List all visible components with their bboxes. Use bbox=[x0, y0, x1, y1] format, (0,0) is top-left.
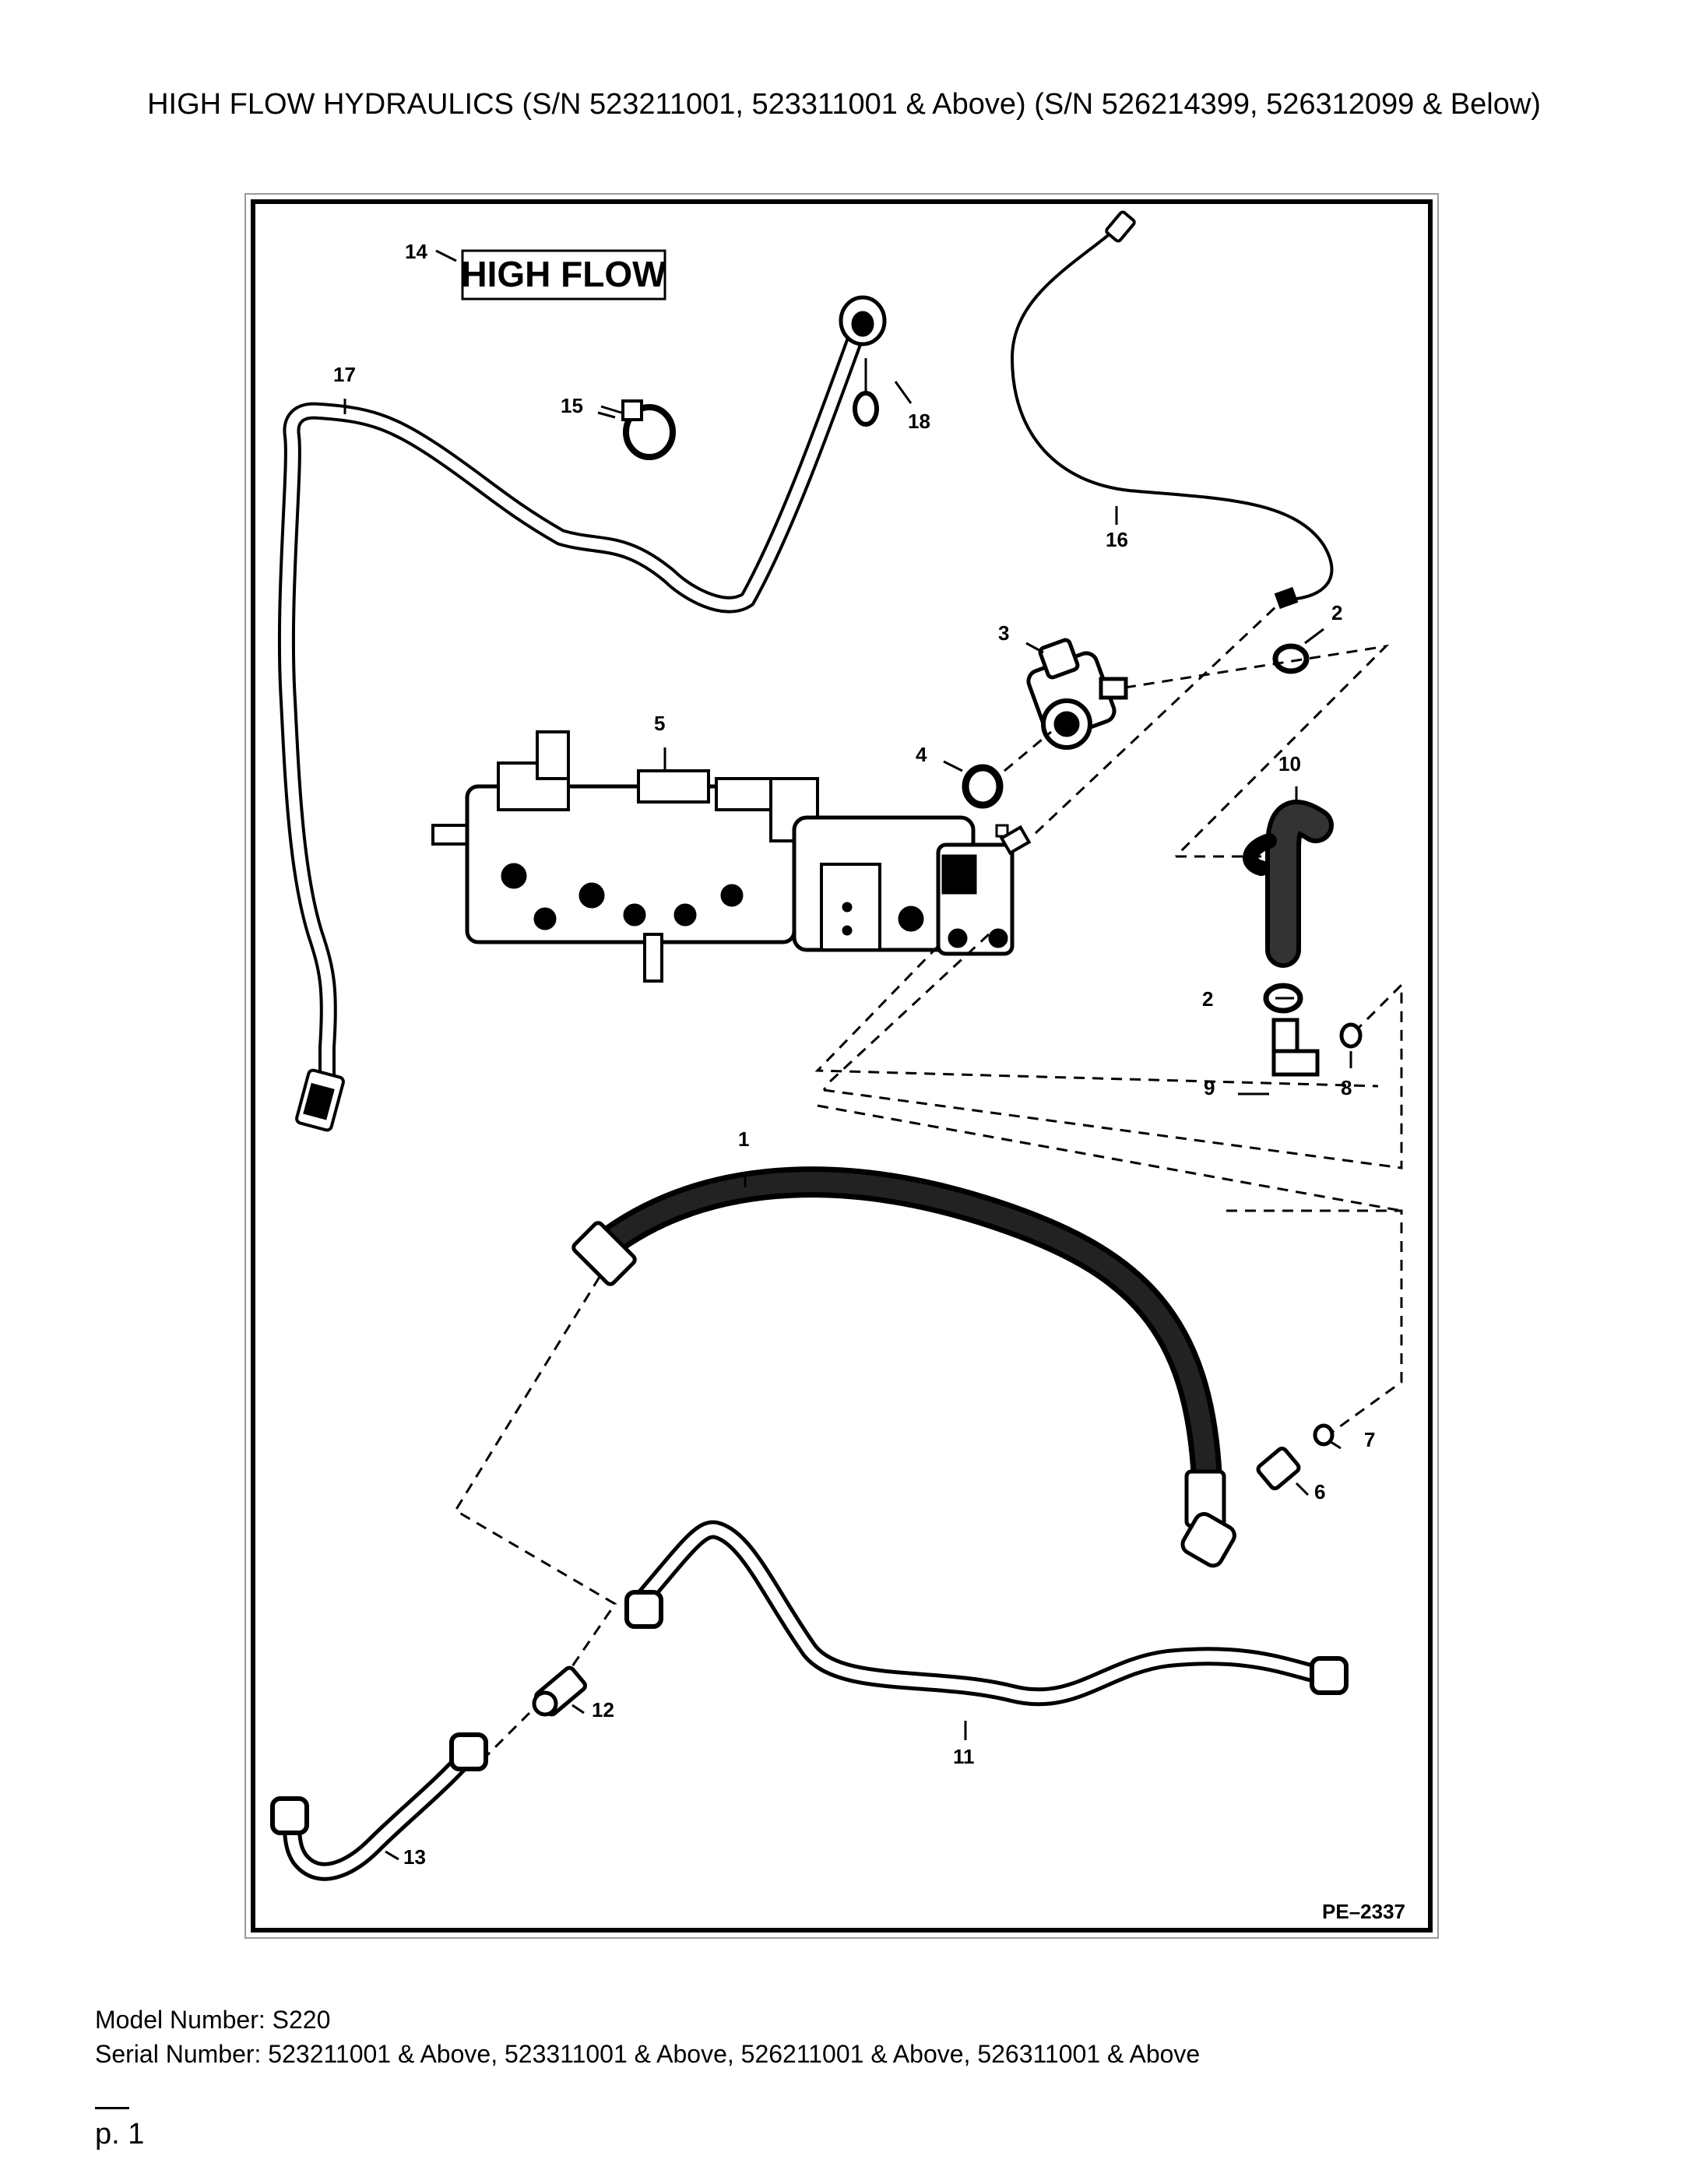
hose-clamp-2-upper bbox=[1272, 643, 1310, 674]
callout-9: 9 bbox=[1204, 1076, 1215, 1099]
tube-13 bbox=[283, 1743, 480, 1881]
callout-6: 6 bbox=[1314, 1480, 1325, 1503]
callout-10: 10 bbox=[1278, 752, 1301, 775]
diagram-frame bbox=[244, 193, 1439, 1939]
callout-7: 7 bbox=[1364, 1428, 1375, 1451]
drawing-number: PE–2337 bbox=[1322, 1900, 1405, 1923]
elbow-fitting-9 bbox=[1271, 1018, 1320, 1077]
callout-12: 12 bbox=[592, 1698, 614, 1722]
page-title: HIGH FLOW HYDRAULICS (S/N 523211001, 523… bbox=[147, 88, 1541, 121]
model-number: Model Number: S220 bbox=[95, 2006, 331, 2034]
callout-1: 1 bbox=[738, 1127, 749, 1151]
page-divider bbox=[95, 2107, 129, 2109]
callout-15: 15 bbox=[561, 394, 583, 417]
tube-13-nuts bbox=[270, 1732, 488, 1835]
callout-16: 16 bbox=[1106, 528, 1128, 551]
o-ring-4 bbox=[962, 764, 1004, 809]
valve-fitting-3 bbox=[1026, 638, 1128, 750]
hose-1-fittings bbox=[571, 1221, 1236, 1568]
callout-11: 11 bbox=[953, 1745, 975, 1768]
o-ring-7 bbox=[1313, 1423, 1335, 1447]
callout-8: 8 bbox=[1341, 1076, 1352, 1099]
callout-18: 18 bbox=[908, 410, 930, 433]
page-number: p. 1 bbox=[95, 2118, 145, 2151]
adapter-6 bbox=[1256, 1447, 1301, 1490]
pump-assembly-5 bbox=[431, 730, 1032, 983]
callout-17: 17 bbox=[333, 363, 356, 386]
callout-14: 14 bbox=[405, 240, 427, 263]
hose-assembly-1 bbox=[600, 1166, 1222, 1495]
callout-13: 13 bbox=[403, 1845, 426, 1869]
hose-10 bbox=[1243, 800, 1334, 968]
tube-11 bbox=[629, 1520, 1325, 1707]
tee-fitting-12 bbox=[532, 1665, 587, 1717]
high-flow-decal bbox=[461, 249, 666, 301]
callout-numbers: 1 2 2 3 4 5 6 7 8 9 10 11 12 13 14 15 16… bbox=[333, 240, 1375, 1869]
ground-wire-16 bbox=[1010, 210, 1334, 610]
clip-18 bbox=[853, 391, 879, 427]
assembly-dashed-lines bbox=[453, 604, 1403, 1757]
callout-leaders bbox=[343, 381, 1352, 1861]
cable-tie-15 bbox=[600, 399, 676, 460]
serial-number: Serial Number: 523211001 & Above, 523311… bbox=[95, 2040, 1201, 2068]
callout-3: 3 bbox=[998, 621, 1009, 645]
callout-2-upper: 2 bbox=[1331, 601, 1342, 624]
o-ring-8 bbox=[1339, 1022, 1363, 1049]
wire-harness-17 bbox=[277, 295, 887, 1132]
callout-4: 4 bbox=[916, 743, 927, 766]
tube-11-nuts bbox=[624, 1590, 1349, 1695]
callout-5: 5 bbox=[654, 712, 665, 735]
callout-2-lower: 2 bbox=[1202, 987, 1213, 1011]
decal-text: HIGH FLOW bbox=[461, 254, 666, 294]
diagram-border bbox=[251, 199, 1433, 1933]
